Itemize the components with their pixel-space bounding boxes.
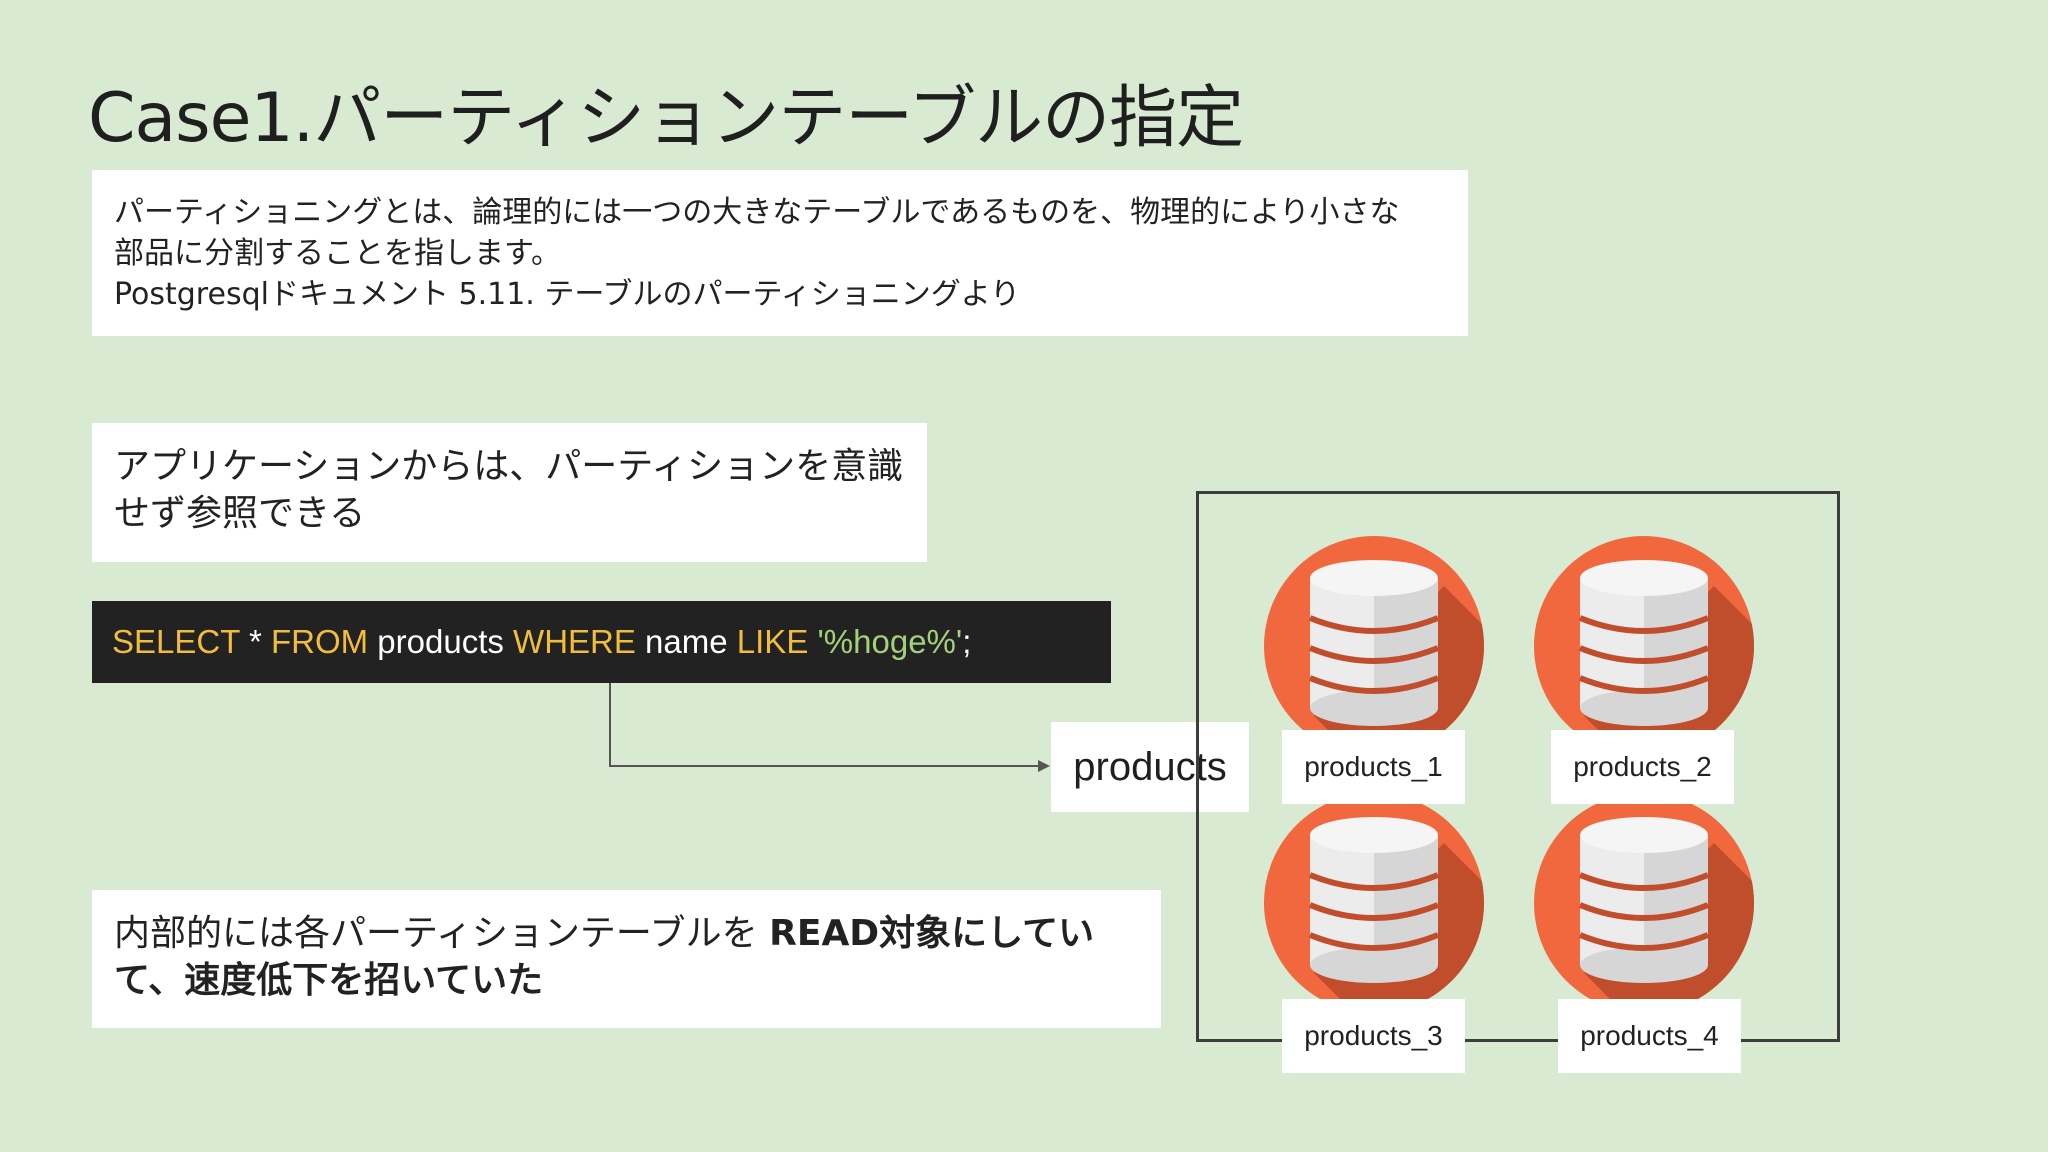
sql-table: products — [368, 623, 514, 660]
sql-star: * — [239, 623, 271, 660]
internal-note-line-1: 内部的には各パーティションテーブルを READ対象にしてい — [114, 910, 1139, 957]
sql-keyword-select: SELECT — [112, 623, 240, 660]
app-note-line-2: せず参照できる — [114, 493, 366, 534]
quote-line-1: パーティショニングとは、論理的には一つの大きなテーブルであるものを、物理的により… — [114, 195, 1400, 230]
database-icon — [1534, 536, 1754, 756]
sql-keyword-from: FROM — [270, 623, 369, 660]
sql-keyword-like: LIKE — [736, 623, 809, 660]
database-icon — [1534, 793, 1754, 1013]
internal-note-plain: 内部的には各パーティションテーブルを — [114, 913, 770, 954]
database-icon — [1264, 536, 1484, 756]
internal-note-box: 内部的には各パーティションテーブルを READ対象にしてい て、速度低下を招いて… — [92, 890, 1161, 1028]
page-title: Case1.パーティションテーブルの指定 — [88, 79, 1244, 158]
partition-label-4: products_4 — [1558, 999, 1741, 1073]
sql-keyword-where: WHERE — [513, 623, 636, 660]
partition-label-2: products_2 — [1551, 730, 1734, 804]
partition-label-1: products_1 — [1282, 730, 1465, 804]
application-note-box: アプリケーションからは、パーティションを意識 せず参照できる — [92, 423, 927, 562]
definition-quote-box: パーティショニングとは、論理的には一つの大きなテーブルであるものを、物理的により… — [92, 170, 1468, 336]
quote-line-3: Postgresqlドキュメント 5.11. テーブルのパーティショニングより — [114, 277, 1021, 312]
sql-pattern: '%hoge%' — [808, 623, 963, 660]
sql-semicolon: ; — [962, 623, 972, 660]
app-note-line-1: アプリケーションからは、パーティションを意識 — [114, 446, 904, 487]
partition-container — [1196, 491, 1840, 1042]
parent-table-label: products — [1051, 722, 1249, 812]
internal-note-bold-1: READ対象にしてい — [769, 913, 1095, 954]
database-icon — [1264, 793, 1484, 1013]
quote-line-2: 部品に分割することを指します。 — [114, 236, 561, 271]
internal-note-bold-2: て、速度低下を招いていた — [114, 960, 544, 1001]
sql-column: name — [635, 623, 737, 660]
internal-note-line-2: て、速度低下を招いていた — [114, 957, 1139, 1004]
sql-query-box: SELECT * FROM products WHERE name LIKE '… — [92, 601, 1111, 683]
partition-label-3: products_3 — [1282, 999, 1465, 1073]
